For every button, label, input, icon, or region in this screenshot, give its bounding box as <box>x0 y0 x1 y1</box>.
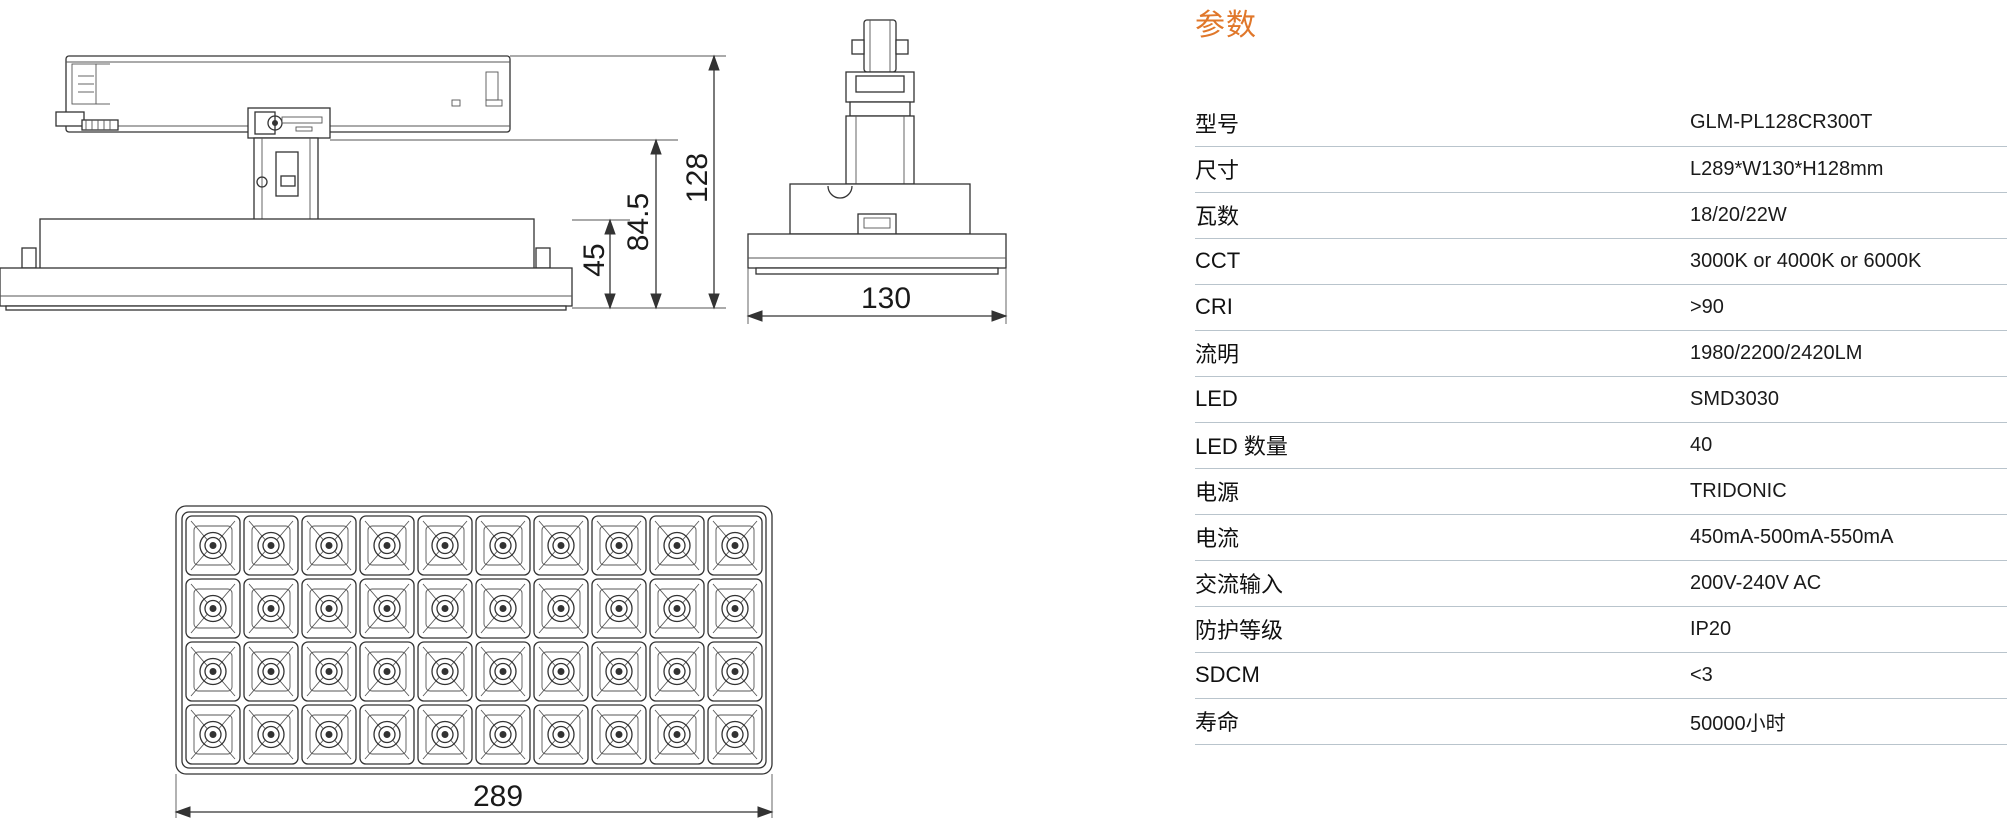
spec-label: 流明 <box>1195 342 1240 367</box>
dim-mid-height: 84.5 <box>622 193 655 251</box>
led-lens <box>301 578 357 639</box>
spec-value: TRIDONIC <box>1690 479 1787 502</box>
spec-title: 参数 <box>1195 9 1257 42</box>
spec-label: SDCM <box>1195 662 1260 687</box>
spec-label: LED <box>1195 386 1238 411</box>
spec-row: 电流 450mA-500mA-550mA <box>1195 514 2007 560</box>
spec-value: >90 <box>1690 295 1724 318</box>
led-lens <box>533 578 589 639</box>
led-lens <box>185 704 241 765</box>
led-lens <box>591 704 647 765</box>
spec-row: LED 数量 40 <box>1195 422 2007 468</box>
spec-value: IP20 <box>1690 617 1732 640</box>
spec-value: 200V-240V AC <box>1690 571 1822 594</box>
led-lens <box>707 515 763 576</box>
dim-length: 289 <box>473 780 523 813</box>
led-lens <box>533 704 589 765</box>
spec-value: 1980/2200/2420LM <box>1690 341 1863 364</box>
front-view-drawing: 130 <box>746 19 1008 324</box>
spec-panel: 参数 型号 GLM-PL128CR300T 尺寸 L289*W130*H128mm 瓦数… <box>1195 0 2007 819</box>
spec-row: CRI >90 <box>1195 284 2007 330</box>
spec-row: 交流输入 200V-240V AC <box>1195 560 2007 606</box>
led-lens <box>185 578 241 639</box>
technical-drawings: 128 84.5 45 130 <box>0 19 1008 818</box>
spec-label: 防护等级 <box>1195 618 1284 643</box>
led-lens <box>591 515 647 576</box>
spec-label: 型号 <box>1195 111 1240 137</box>
spec-value: <3 <box>1690 663 1713 686</box>
lamp-housing <box>39 218 535 270</box>
spec-label: CCT <box>1195 248 1241 273</box>
led-lens <box>649 515 705 576</box>
led-lens <box>243 515 299 576</box>
spec-label: 瓦数 <box>1195 204 1240 229</box>
spec-row: 尺寸 L289*W130*H128mm <box>1195 146 2007 192</box>
led-lens <box>707 641 763 702</box>
spec-label: 寿命 <box>1195 710 1240 735</box>
led-lens <box>185 641 241 702</box>
led-lens <box>533 641 589 702</box>
led-lens <box>475 515 531 576</box>
spec-row: LED SMD3030 <box>1195 376 2007 422</box>
led-lens <box>417 704 473 765</box>
led-lens <box>475 641 531 702</box>
spec-value: GLM-PL128CR300T <box>1690 111 1873 134</box>
spec-row: 防护等级 IP20 <box>1195 606 2007 652</box>
spec-row: 电源 TRIDONIC <box>1195 468 2007 514</box>
led-lens <box>301 515 357 576</box>
bottom-view-drawing: 289 <box>174 505 774 818</box>
led-lens <box>243 704 299 765</box>
spec-value: 50000小时 <box>1690 712 1786 735</box>
spec-row: 流明 1980/2200/2420LM <box>1195 330 2007 376</box>
side-view-drawing: 128 84.5 45 <box>0 54 726 311</box>
dim-total-height: 128 <box>681 153 714 203</box>
spec-label: 交流输入 <box>1195 572 1284 597</box>
led-lens <box>475 578 531 639</box>
spec-value: 40 <box>1690 433 1713 456</box>
led-lens <box>707 578 763 639</box>
led-lens <box>359 641 415 702</box>
led-lens <box>591 578 647 639</box>
led-lens <box>359 515 415 576</box>
led-lens <box>243 578 299 639</box>
led-lens <box>649 641 705 702</box>
spec-label: CRI <box>1195 294 1233 319</box>
led-grid <box>185 515 763 765</box>
spec-value: L289*W130*H128mm <box>1690 157 1884 180</box>
led-lens <box>475 704 531 765</box>
lamp-front-plate <box>0 267 573 307</box>
spec-label: 电源 <box>1195 480 1240 505</box>
spec-value: SMD3030 <box>1690 387 1779 410</box>
led-lens <box>359 578 415 639</box>
led-lens <box>359 704 415 765</box>
dim-width: 130 <box>861 282 911 315</box>
led-lens <box>533 515 589 576</box>
led-lens <box>301 641 357 702</box>
spec-table: 型号 GLM-PL128CR300T 尺寸 L289*W130*H128mm 瓦数 18/… <box>1195 100 2007 745</box>
spec-value: 18/20/22W <box>1690 203 1787 226</box>
led-lens <box>417 515 473 576</box>
spec-row: 寿命 50000小时 <box>1195 698 2007 744</box>
spec-row: 瓦数 18/20/22W <box>1195 192 2007 238</box>
led-lens <box>417 641 473 702</box>
led-lens <box>649 704 705 765</box>
spec-row: CCT 3000K or 4000K or 6000K <box>1195 238 2007 284</box>
led-lens <box>707 704 763 765</box>
led-lens <box>185 515 241 576</box>
spec-value: 450mA-500mA-550mA <box>1690 525 1894 548</box>
spec-row: SDCM <3 <box>1195 652 2007 698</box>
led-lens <box>301 704 357 765</box>
led-lens <box>243 641 299 702</box>
spec-label: 尺寸 <box>1195 158 1240 183</box>
dim-body-height: 45 <box>578 243 611 276</box>
led-lens <box>417 578 473 639</box>
led-lens <box>591 641 647 702</box>
spec-label: LED 数量 <box>1195 434 1288 459</box>
led-lens <box>649 578 705 639</box>
spec-value: 3000K or 4000K or 6000K <box>1690 249 1922 272</box>
spec-label: 电流 <box>1195 526 1240 551</box>
spec-row: 型号 GLM-PL128CR300T <box>1195 100 2007 146</box>
